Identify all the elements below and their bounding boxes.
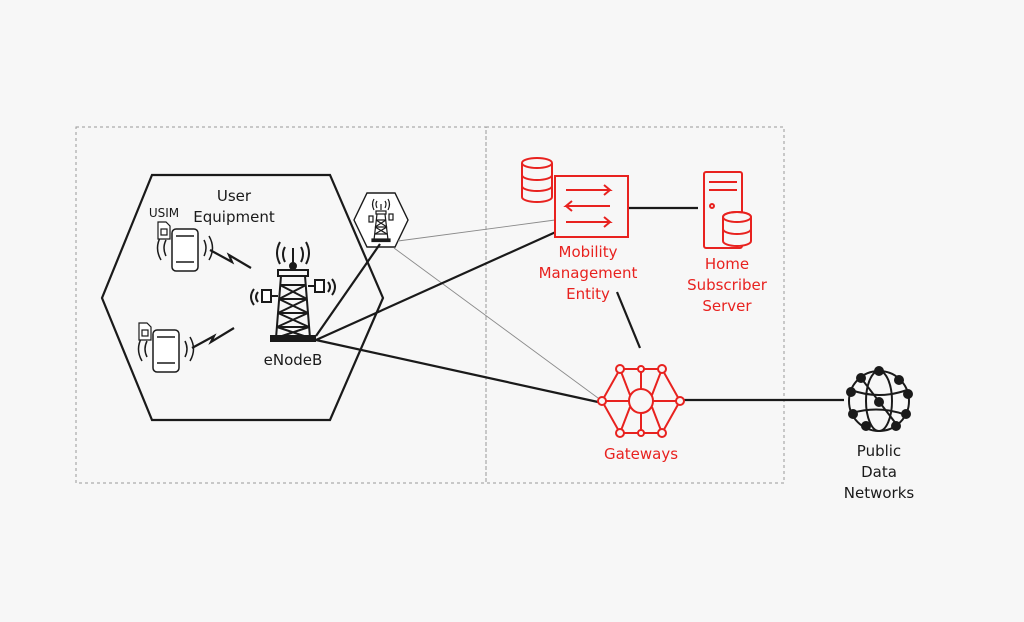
enodeb-gateway-link (315, 338, 599, 404)
core-network-box (485, 126, 785, 484)
enodeb-small-cell-link (315, 243, 381, 337)
public-data-networks-globe-icon (846, 366, 913, 432)
enodeb-mme-link (315, 229, 559, 342)
gateways-label: Gateways (603, 445, 679, 463)
small-cell-mme-link (397, 219, 556, 242)
small-cell-gateway-link (393, 247, 599, 399)
mme-database-switch-icon (521, 157, 629, 238)
usim-icon (157, 221, 171, 240)
macro-cell-hexagon (100, 173, 385, 422)
radio-access-network-box (75, 126, 487, 484)
usim-label: USIM (148, 206, 180, 220)
hss-server-database-icon (703, 171, 752, 249)
user-equipment-label: User Equipment (193, 187, 275, 226)
mme-label: Mobility Management Entity (538, 243, 638, 303)
mme-gateway-link (615, 291, 642, 349)
public-data-networks-label: Public Data Networks (843, 442, 915, 502)
hss-label: Home Subscriber Server (687, 255, 767, 315)
gateways-hub-icon (597, 364, 685, 438)
ue-phone-1-icon (156, 228, 214, 272)
enodeb-tower-icon (250, 241, 336, 342)
small-cell-tower-icon (368, 198, 394, 243)
radio-link-1 (209, 249, 252, 269)
ue-phone-2-icon (137, 329, 195, 373)
enodeb-label: eNodeB (263, 351, 323, 369)
radio-link-2 (191, 327, 235, 349)
sim-card-2-icon (138, 322, 152, 341)
